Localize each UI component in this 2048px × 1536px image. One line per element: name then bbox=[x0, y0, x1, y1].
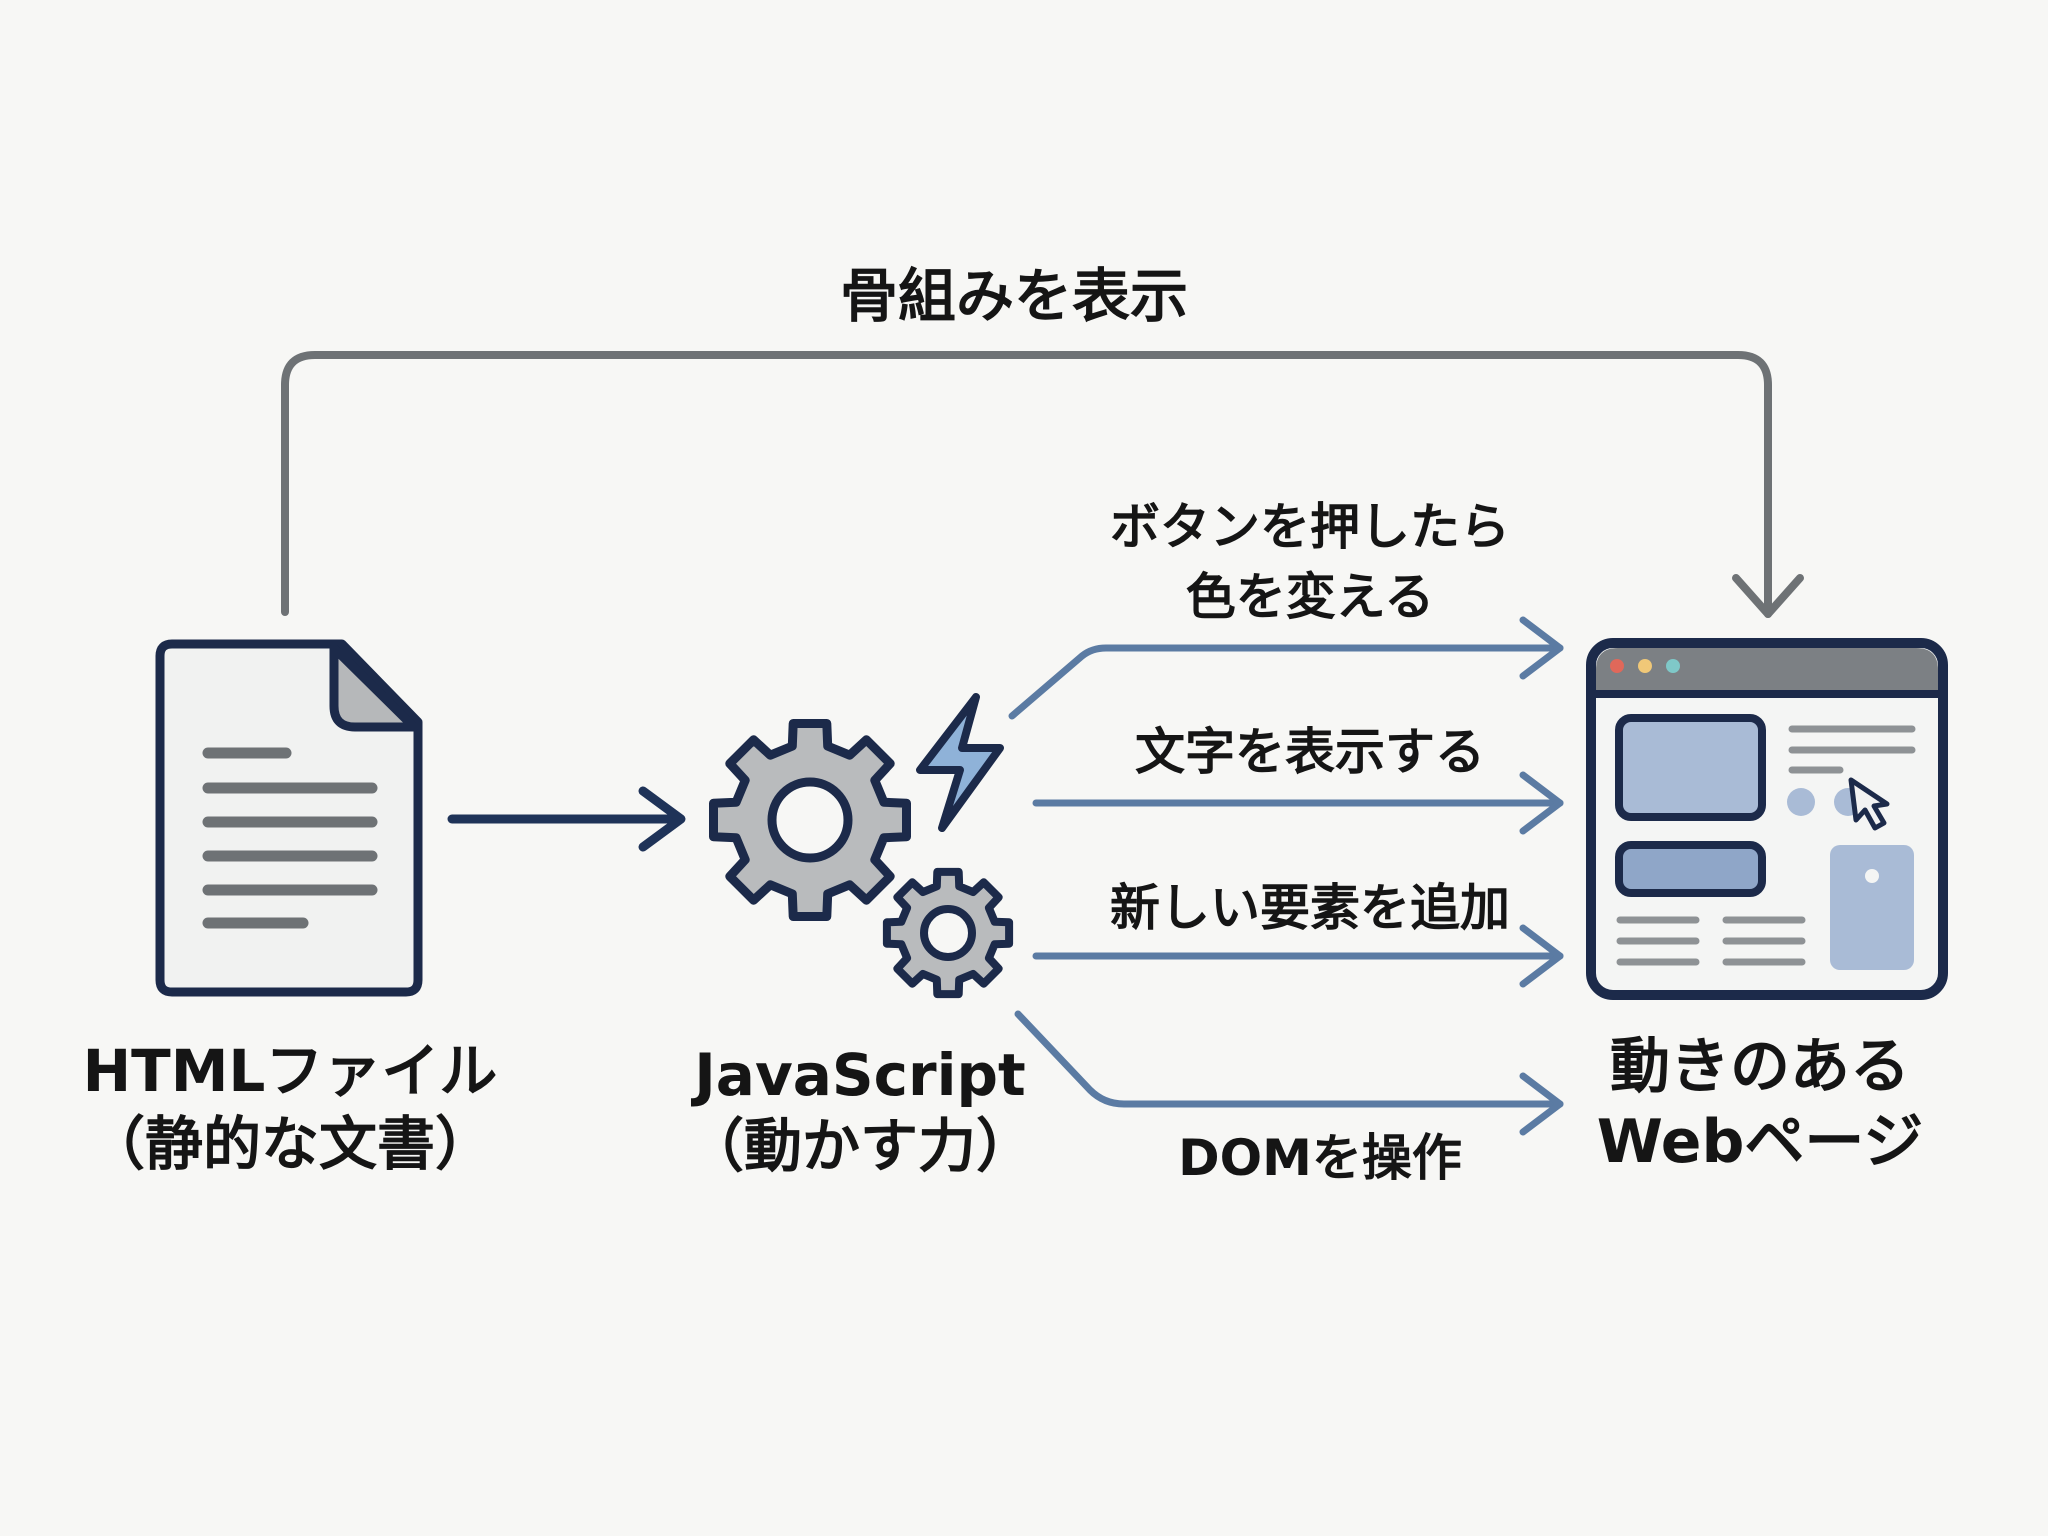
window-close-dot bbox=[1610, 659, 1624, 673]
lightning-bolt-icon bbox=[916, 693, 1004, 832]
web-page-label: 動きのある Webページ bbox=[1560, 1030, 1960, 1180]
action-label-manipulate-dom: DOMを操作 bbox=[1178, 1129, 1462, 1187]
gear-hole bbox=[767, 777, 853, 863]
action-label-change-color: ボタンを押したら 色を変える bbox=[1030, 492, 1590, 632]
action-label-line2: 色を変える bbox=[1185, 568, 1435, 626]
action-arrow-show-text bbox=[1032, 771, 1564, 835]
document-text-lines bbox=[202, 747, 378, 929]
skeleton-connector-label: 骨組みを表示 bbox=[839, 262, 1188, 330]
page-text-lines bbox=[1616, 725, 1916, 966]
page-card-block bbox=[1830, 845, 1914, 970]
page-button-block bbox=[1615, 841, 1766, 897]
window-maximize-dot bbox=[1666, 659, 1680, 673]
action-label-line1: ボタンを押したら bbox=[1110, 498, 1510, 556]
action-arrow-add-element bbox=[1032, 924, 1564, 988]
mouse-cursor-icon bbox=[1848, 777, 1890, 831]
page-image-block bbox=[1615, 714, 1766, 821]
window-minimize-dot bbox=[1638, 659, 1652, 673]
action-label-add-element: 新しい要素を追加 bbox=[1110, 879, 1510, 937]
browser-window-icon bbox=[1586, 638, 1948, 1000]
gear-hole bbox=[920, 905, 976, 961]
html-file-label: HTMLファイル （静的な文書） bbox=[50, 1035, 530, 1180]
javascript-label: JavaScript （動かす力） bbox=[650, 1040, 1070, 1182]
action-arrow-change-color bbox=[1008, 616, 1564, 720]
javascript-title: JavaScript bbox=[694, 1041, 1026, 1109]
javascript-subtitle: （動かす力） bbox=[685, 1111, 1034, 1180]
skeleton-connector-line bbox=[281, 351, 1772, 618]
web-page-subtitle: Webページ bbox=[1596, 1107, 1924, 1177]
action-arrow-manipulate-dom bbox=[1014, 1010, 1564, 1136]
html-file-title: HTMLファイル bbox=[82, 1037, 498, 1105]
action-label-show-text: 文字を表示する bbox=[1135, 723, 1485, 781]
skeleton-connector-arrowhead bbox=[1732, 574, 1804, 618]
web-page-title: 動きのある bbox=[1610, 1032, 1910, 1102]
gears-icon bbox=[709, 693, 1014, 999]
html-to-js-arrow bbox=[447, 786, 686, 852]
document-icon bbox=[155, 639, 423, 997]
large-gear-icon bbox=[709, 719, 911, 921]
small-gear-icon bbox=[882, 867, 1014, 999]
html-file-subtitle: （静的な文書） bbox=[86, 1109, 493, 1178]
